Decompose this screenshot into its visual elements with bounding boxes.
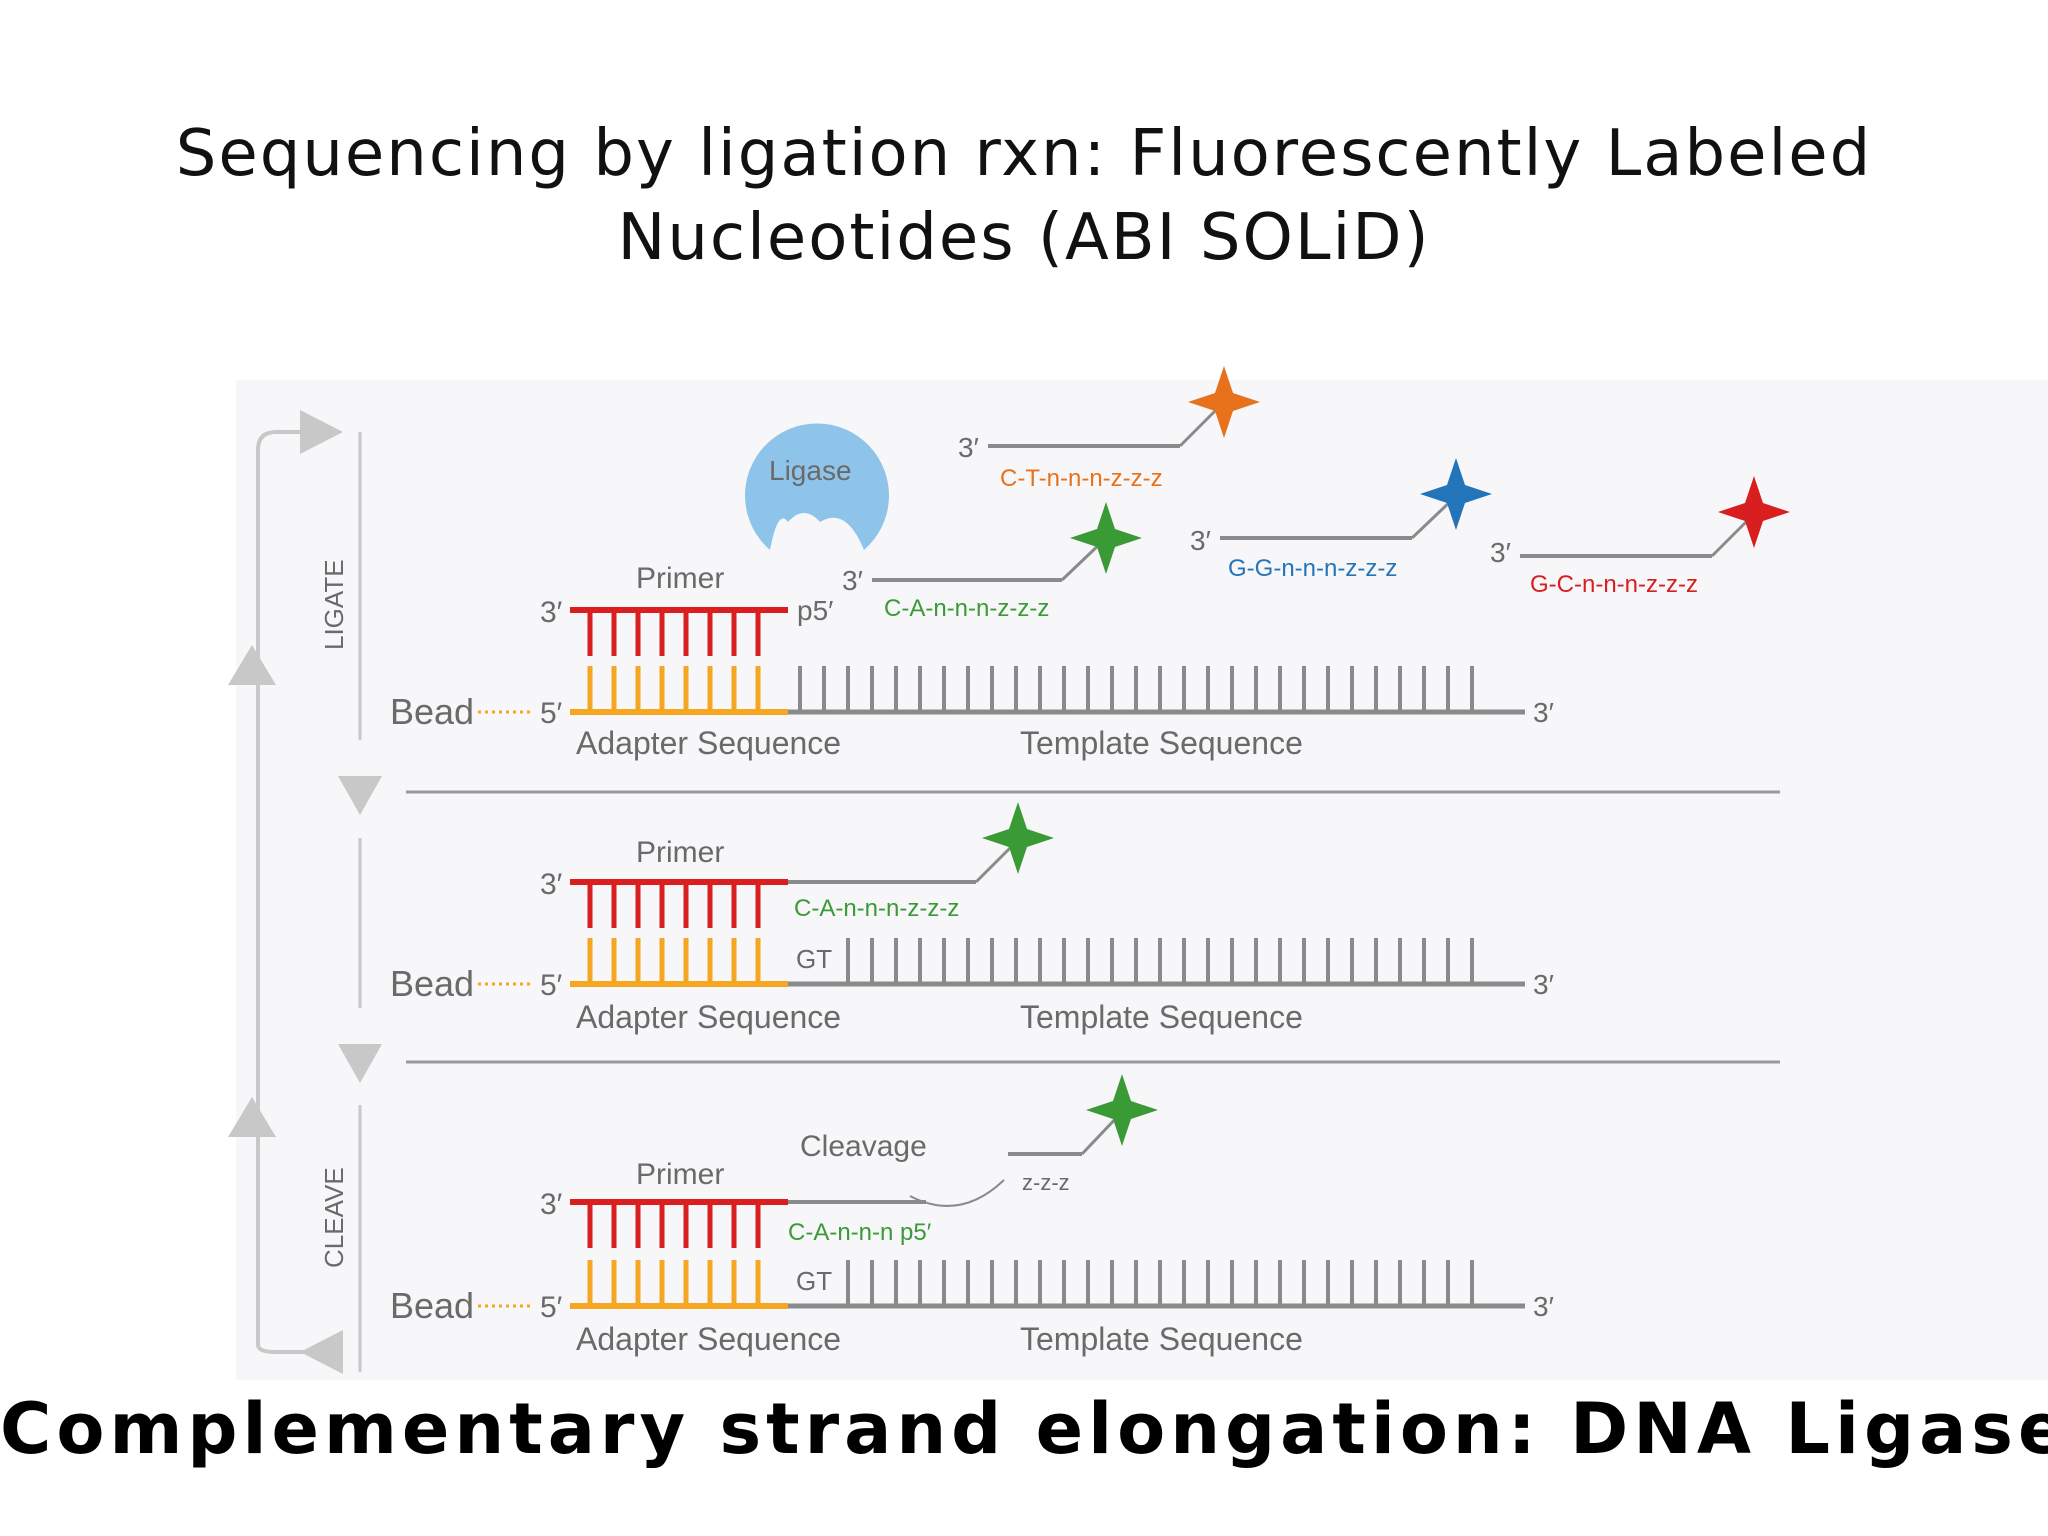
remaining-probe-sequence: C-A-n-n-n p5′ — [788, 1219, 932, 1246]
fluorophore-star-icon — [1420, 458, 1492, 530]
fluorophore-star-icon — [1188, 366, 1260, 438]
adapter-sequence-label: Adapter Sequence — [576, 1321, 841, 1357]
three-prime-end-label: 3′ — [1533, 1291, 1554, 1322]
primer-rungs — [587, 882, 761, 928]
primer-label: Primer — [636, 1158, 724, 1191]
fluorophore-star-icon — [1718, 476, 1790, 548]
probe-ca: 3′ C-A-n-n-n-z-z-z — [842, 502, 1142, 622]
p5-label: p5′ — [797, 595, 833, 626]
primer-label: Primer — [636, 836, 724, 869]
bead-label: Bead — [390, 1285, 474, 1326]
slide-title: Sequencing by ligation rxn: Fluorescentl… — [0, 112, 2048, 280]
ligated-probe-sequence: C-A-n-n-n-z-z-z — [794, 895, 959, 922]
primer-rungs — [587, 610, 761, 656]
ligase-label: Ligase — [769, 455, 852, 486]
template-sequence-label: Template Sequence — [1020, 999, 1303, 1035]
adapter-rungs — [587, 1260, 761, 1306]
adapter-sequence-label: Adapter Sequence — [576, 725, 841, 761]
fluorophore-star-icon — [1086, 1074, 1158, 1146]
template-sequence-label: Template Sequence — [1020, 725, 1303, 761]
arrow-right-top-icon — [300, 410, 343, 454]
probe-sequence: G-G-n-n-n-z-z-z — [1228, 555, 1397, 582]
five-prime-label: 5′ — [540, 969, 563, 1002]
gt-label: GT — [796, 944, 832, 974]
adapter-rungs — [587, 938, 761, 984]
probe-three-prime: 3′ — [1490, 537, 1511, 568]
slide-caption: Complementary strand elongation: DNA Lig… — [0, 1388, 2048, 1470]
adapter-sequence-label: Adapter Sequence — [576, 999, 841, 1035]
ligase-enzyme: Ligase — [745, 423, 889, 550]
bead-label: Bead — [390, 963, 474, 1004]
three-prime-end-label: 3′ — [1533, 969, 1554, 1000]
primer-label: Primer — [636, 562, 724, 595]
template-rungs — [846, 938, 1474, 984]
title-line-1: Sequencing by ligation rxn: Fluorescentl… — [175, 117, 1873, 191]
probe-three-prime: 3′ — [1190, 525, 1211, 556]
cycle-arrows: LIGATE CLEAVE — [228, 410, 382, 1374]
probe-ct: 3′ C-T-n-n-n-z-z-z — [958, 366, 1260, 492]
ligate-label: LIGATE — [319, 559, 349, 650]
three-prime-label: 3′ — [540, 596, 563, 629]
probe-sequence: C-T-n-n-n-z-z-z — [1000, 465, 1163, 492]
probe-gg: 3′ G-G-n-n-n-z-z-z — [1190, 458, 1492, 582]
arrow-down-icon — [338, 1044, 382, 1083]
cleave-label: CLEAVE — [319, 1167, 349, 1268]
probe-gc: 3′ G-C-n-n-n-z-z-z — [1490, 476, 1790, 598]
template-sequence-label: Template Sequence — [1020, 1321, 1303, 1357]
probe-three-prime: 3′ — [842, 565, 863, 596]
gt-label: GT — [796, 1266, 832, 1296]
bead-label: Bead — [390, 691, 474, 732]
adapter-rungs — [587, 666, 761, 712]
arrow-up-icon — [228, 1097, 276, 1137]
arrow-up-icon — [228, 645, 276, 685]
five-prime-label: 5′ — [540, 1291, 563, 1324]
template-rungs — [846, 1260, 1474, 1306]
three-prime-label: 3′ — [540, 1188, 563, 1221]
fluorophore-star-icon — [982, 802, 1054, 874]
fluorophore-star-icon — [1070, 502, 1142, 574]
three-prime-label: 3′ — [540, 868, 563, 901]
five-prime-label: 5′ — [540, 697, 563, 730]
panel-ligate: Bead 5′ 3′ Primer p5′ 3′ Adapter Sequenc… — [390, 366, 1790, 761]
panel-ligated: Bead 5′ 3′ Primer C-A-n-n-n-z-z-z GT 3′ … — [390, 802, 1554, 1035]
arrow-left-bottom-icon — [300, 1330, 343, 1374]
cleavage-arc — [909, 1179, 1005, 1207]
arrow-down-icon — [338, 776, 382, 815]
cleaved-fragment-label: z-z-z — [1022, 1170, 1070, 1195]
cleavage-label: Cleavage — [800, 1130, 927, 1163]
probe-three-prime: 3′ — [958, 432, 979, 463]
panel-cleave: Bead 5′ 3′ Primer C-A-n-n-n p5′ Cleavage… — [390, 1074, 1554, 1357]
title-line-2: Nucleotides (ABI SOLiD) — [617, 201, 1431, 275]
probe-sequence: C-A-n-n-n-z-z-z — [884, 595, 1049, 622]
primer-rungs — [587, 1202, 761, 1248]
probe-sequence: G-C-n-n-n-z-z-z — [1530, 571, 1698, 598]
diagram-background — [236, 380, 2048, 1380]
template-rungs — [798, 666, 1474, 712]
three-prime-end-label: 3′ — [1533, 697, 1554, 728]
